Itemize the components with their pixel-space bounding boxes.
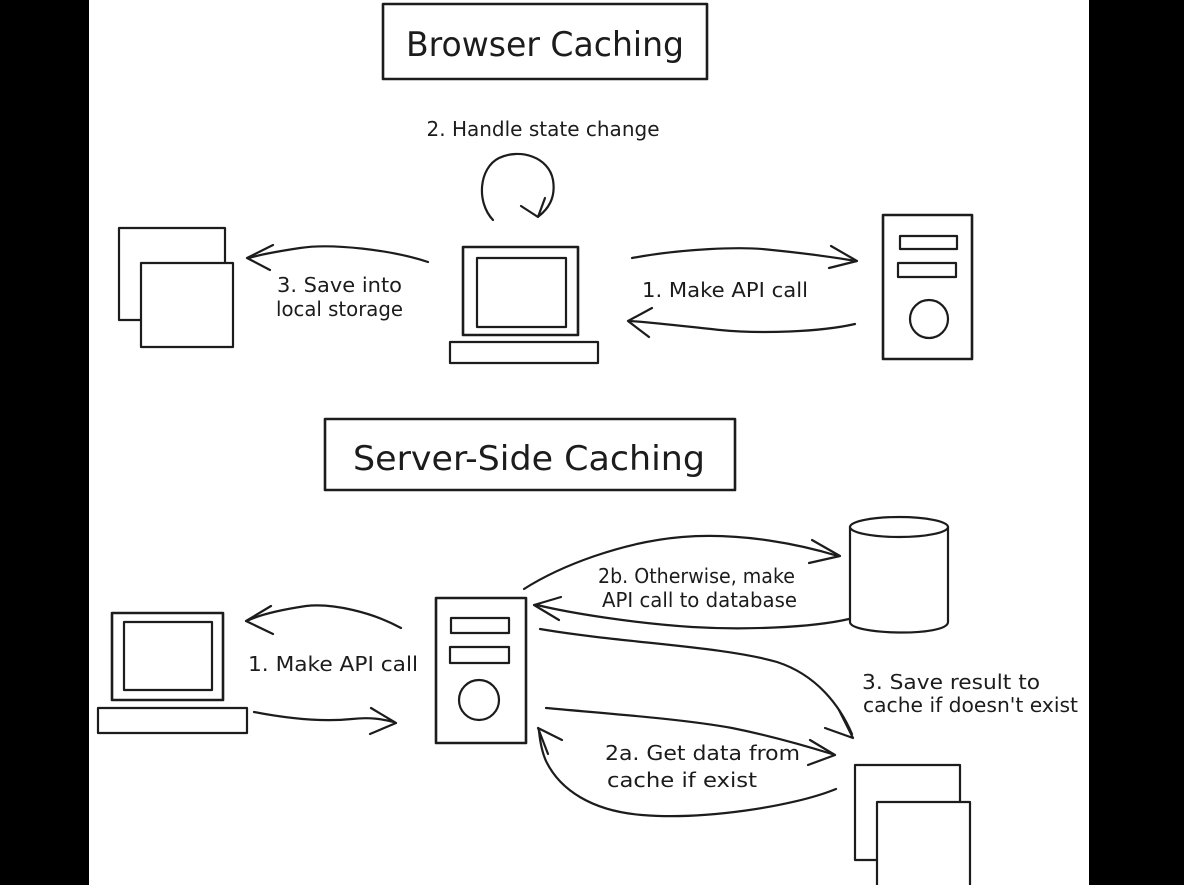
cache-store-icon [853, 763, 972, 885]
client-computer-icon [448, 245, 600, 365]
response-to-client-arrow [244, 604, 403, 636]
server-side-caching-title-box [323, 417, 737, 492]
save-result-label-line2: cache if doesn't exist [863, 693, 1078, 717]
local-storage-icon [117, 226, 235, 349]
server-side-caching-diagram: Server-Side Caching 1. Make API call 2b.… [96, 417, 1078, 885]
otherwise-label-line1: 2b. Otherwise, make [598, 564, 795, 588]
client-computer-icon-2 [96, 611, 249, 735]
database-cylinder-icon [848, 515, 950, 634]
api-request-arrow [630, 244, 859, 270]
handle-state-change-label: 2. Handle state change [427, 117, 660, 141]
get-data-label-line1: 2a. Get data from [605, 741, 800, 765]
app-server-icon [434, 596, 528, 745]
api-response-arrow [626, 306, 857, 339]
save-into-label-line2: local storage [276, 297, 403, 321]
get-from-cache-response-arrow [536, 726, 838, 818]
server-icon [881, 213, 974, 361]
save-result-label-line1: 3. Save result to [862, 670, 1040, 694]
browser-caching-diagram: Browser Caching 2. Handle state change 3… [117, 2, 974, 365]
request-from-client-arrow [252, 706, 398, 736]
browser-caching-title: Browser Caching [406, 25, 684, 65]
get-data-label-line2: cache if exist [607, 768, 757, 792]
self-loop-arrow-icon [480, 152, 555, 222]
otherwise-label-line2: API call to database [602, 588, 797, 612]
get-from-cache-request-arrow [544, 706, 837, 767]
save-to-cache-arrow [538, 627, 855, 740]
make-api-call-label: 1. Make API call [642, 278, 808, 302]
request-to-database-arrow [522, 534, 842, 591]
browser-caching-title-box [381, 2, 709, 81]
response-from-database-arrow [532, 595, 851, 630]
server-side-caching-title: Server-Side Caching [353, 439, 705, 479]
save-to-storage-arrow [245, 243, 430, 272]
make-api-call-label-2: 1. Make API call [248, 652, 418, 676]
save-into-label-line1: 3. Save into [277, 273, 402, 297]
